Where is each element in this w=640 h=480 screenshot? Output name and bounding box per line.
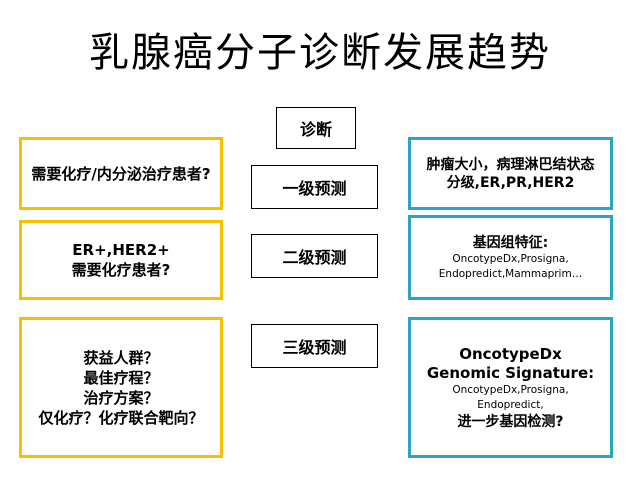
right-box-level1-line1: 肿瘤大小，病理淋巴结状态 <box>426 156 595 173</box>
level1-prediction-label: 一级预测 <box>282 179 347 198</box>
left-box-level3-line1: 获益人群？ <box>83 348 159 367</box>
right-box-level1: 肿瘤大小，病理淋巴结状态 分级,ER,PR,HER2 <box>408 137 613 210</box>
right-box-level3-heading1: OncotypeDx <box>459 344 562 363</box>
left-box-level3: 获益人群？ 最佳疗程？ 治疗方案？ 仅化疗？化疗联合靶向？ <box>19 317 223 458</box>
right-box-level2-line2: Endopredict,Mammaprim… <box>438 267 583 280</box>
level3-prediction-label: 三级预测 <box>282 338 347 357</box>
level1-prediction-box: 一级预测 <box>251 165 378 209</box>
left-box-level2-line2: 需要化疗患者? <box>71 261 171 279</box>
left-box-level3-line4: 仅化疗？化疗联合靶向？ <box>38 408 204 427</box>
left-box-level3-line2: 最佳疗程？ <box>83 368 159 387</box>
right-box-level3-line2: Endopredict, <box>477 398 544 411</box>
right-box-level1-line2: 分级,ER,PR,HER2 <box>446 174 575 191</box>
right-box-level2-heading: 基因组特征: <box>472 234 549 251</box>
level3-prediction-box: 三级预测 <box>251 324 378 368</box>
diagnosis-label: 诊断 <box>299 120 332 139</box>
left-box-level1: 需要化疗/内分泌治疗患者? <box>19 137 223 210</box>
level2-prediction-box: 二级预测 <box>251 234 378 278</box>
left-box-level1-text: 需要化疗/内分泌治疗患者? <box>31 164 211 183</box>
right-box-level3-heading2: Genomic Signature: <box>426 363 595 382</box>
left-box-level3-line3: 治疗方案？ <box>83 388 159 407</box>
page-title: 乳腺癌分子诊断发展趋势 <box>89 30 551 76</box>
right-box-level2-line1: OncotypeDx,Prosigna, <box>452 252 569 265</box>
right-box-level3: OncotypeDx Genomic Signature: OncotypeDx… <box>408 317 613 458</box>
right-box-level3-line1: OncotypeDx,Prosigna, <box>452 383 569 396</box>
right-box-level2: 基因组特征: OncotypeDx,Prosigna, Endopredict,… <box>408 215 613 300</box>
diagnosis-box: 诊断 <box>276 107 356 149</box>
right-box-level3-footer: 进一步基因检测? <box>457 413 564 430</box>
left-box-level2: ER+,HER2+ 需要化疗患者? <box>19 220 223 300</box>
level2-prediction-label: 二级预测 <box>282 248 347 267</box>
left-box-level2-line1: ER+,HER2+ <box>72 241 170 259</box>
